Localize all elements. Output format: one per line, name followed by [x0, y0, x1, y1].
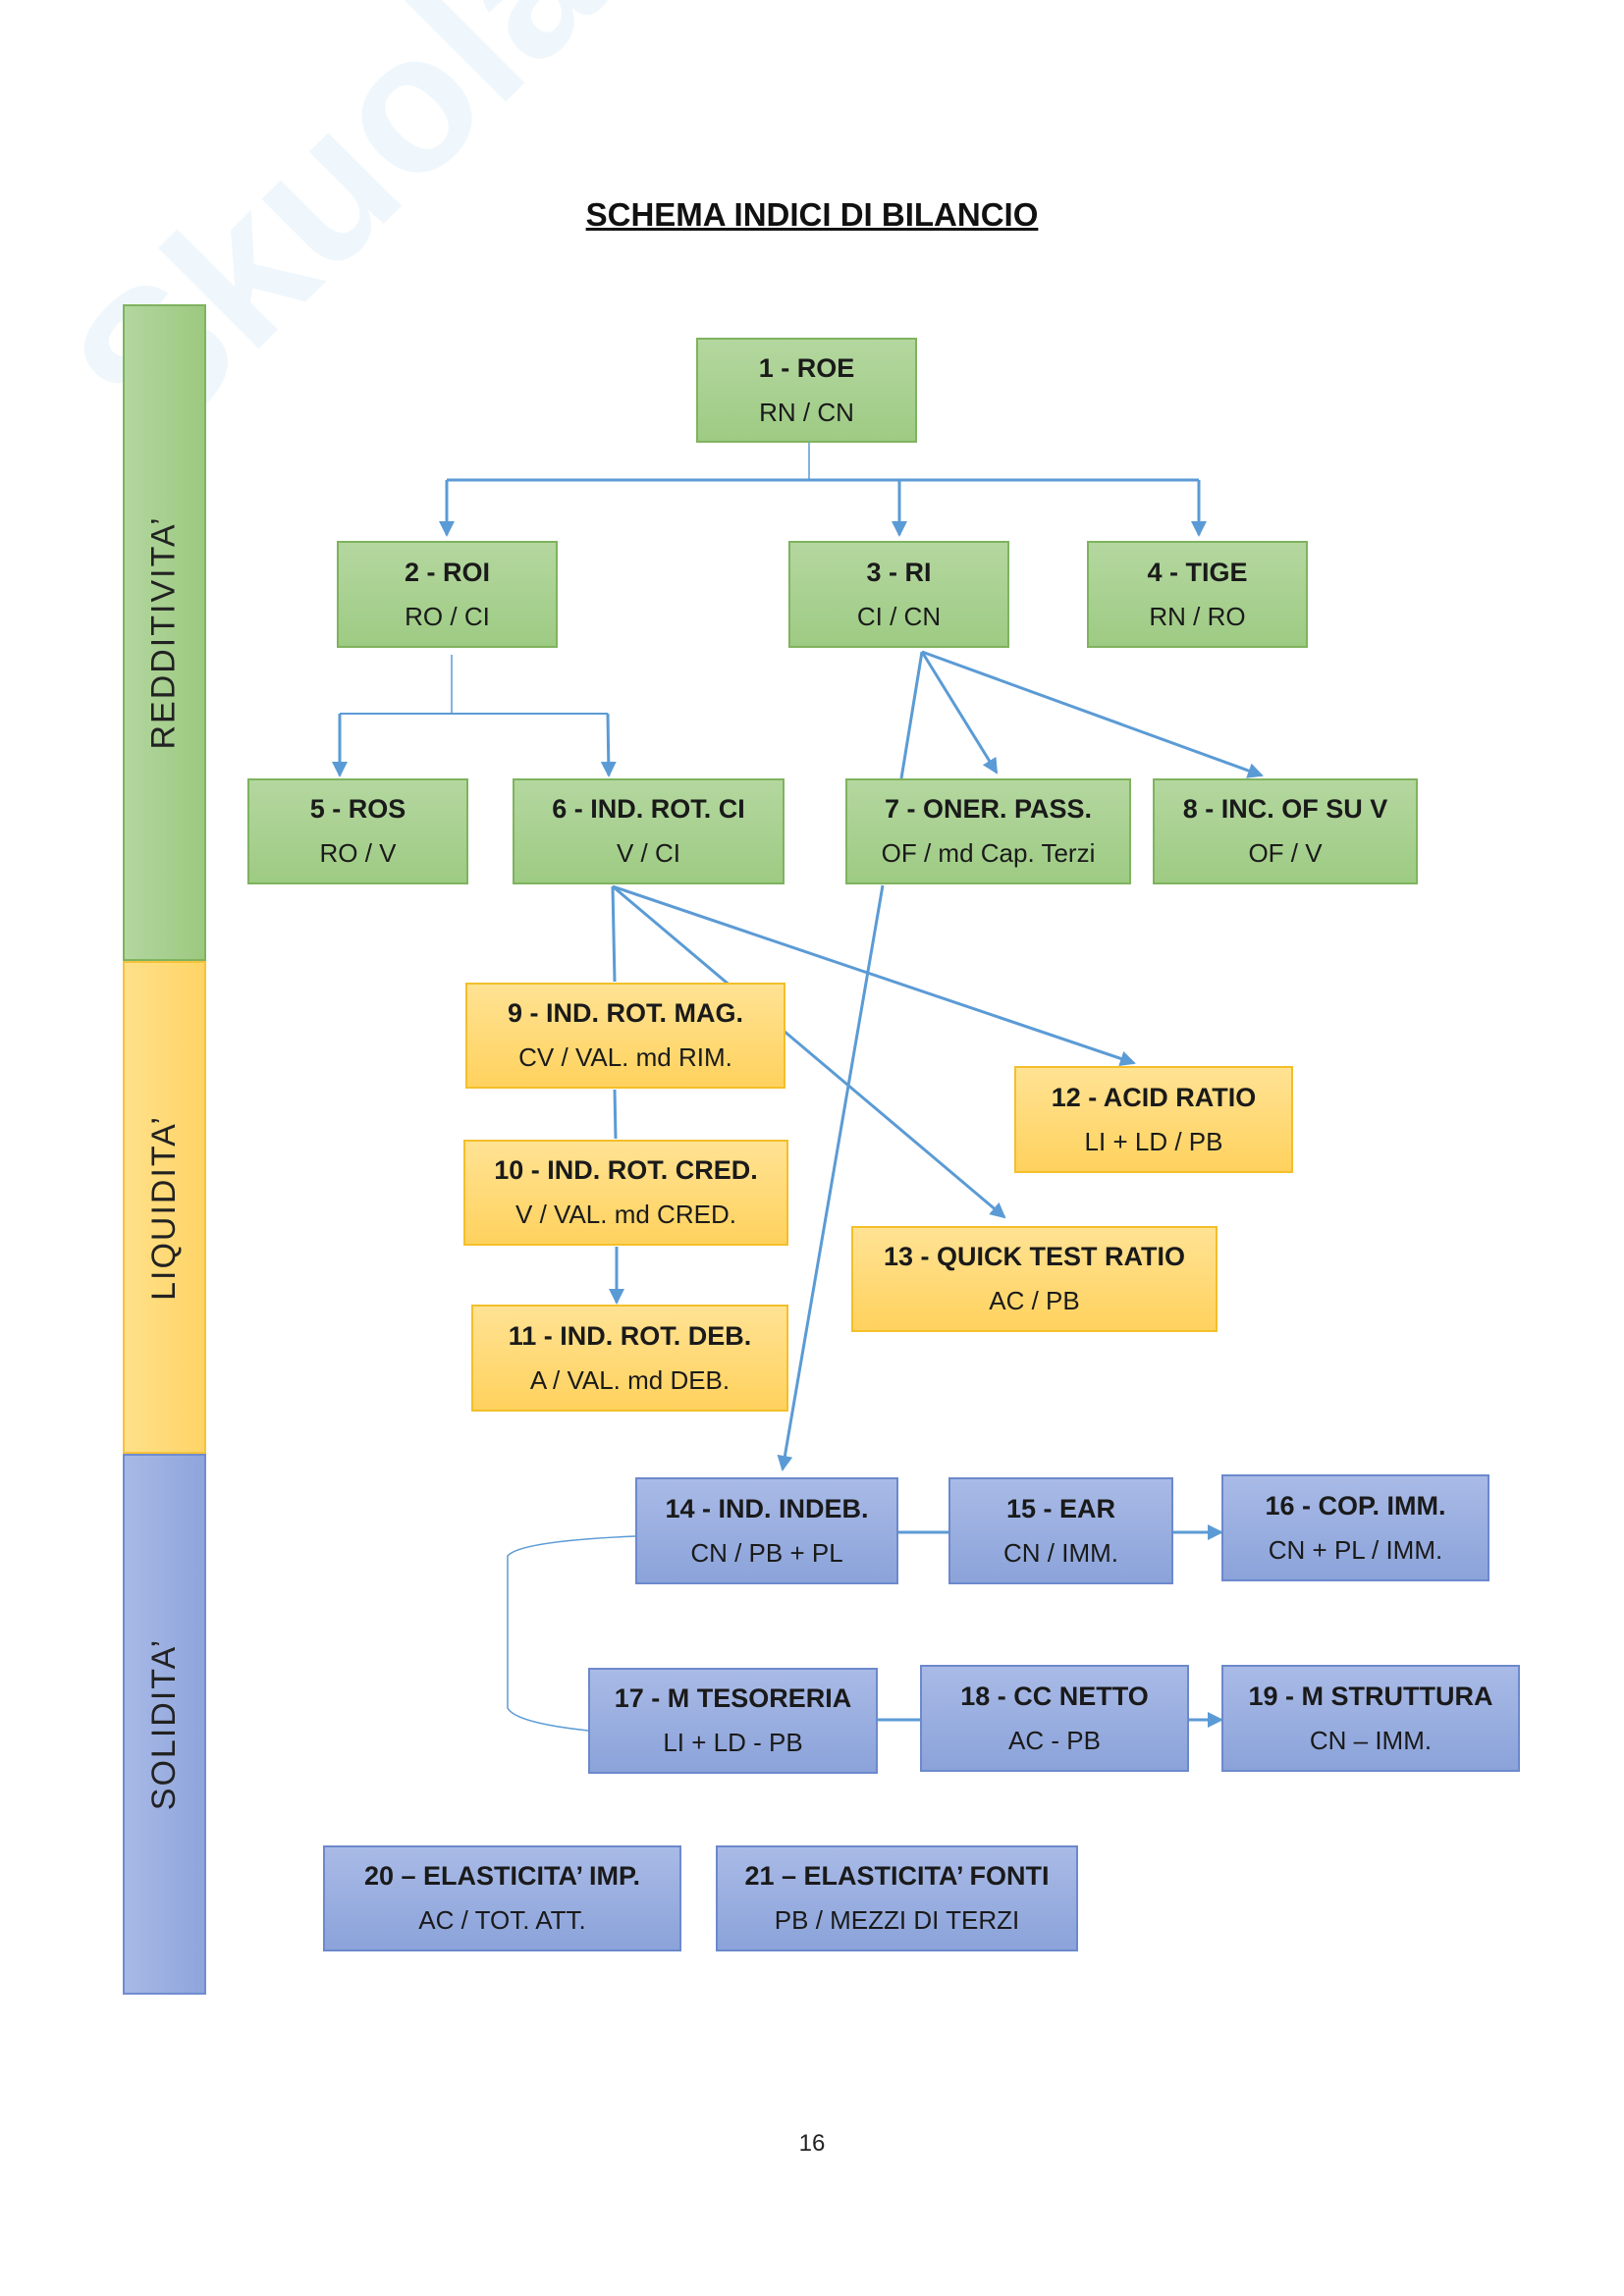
- box-formula: RN / CN: [759, 397, 854, 427]
- box-title: 16 - COP. IMM.: [1265, 1490, 1446, 1521]
- box-title: 8 - INC. OF SU V: [1182, 794, 1388, 824]
- box-formula: LI + LD - PB: [663, 1728, 803, 1757]
- box-formula: A / VAL. md DEB.: [529, 1364, 731, 1395]
- index-box-ind-rot-deb: 11 - IND. ROT. DEB. A / VAL. md DEB.: [471, 1305, 788, 1412]
- index-box-elasticita-imp: 20 – ELASTICITA’ IMP. AC / TOT. ATT.: [323, 1845, 681, 1951]
- box-formula: CI / CN: [856, 601, 942, 631]
- index-box-ind-rot-cred: 10 - IND. ROT. CRED. V / VAL. md CRED.: [463, 1140, 788, 1246]
- box-formula: RN / RO: [1149, 601, 1246, 631]
- box-formula: CN / IMM.: [1003, 1537, 1118, 1568]
- box-title: 3 - RI: [866, 557, 932, 587]
- index-box-cc-netto: 18 - CC NETTO AC - PB: [920, 1665, 1189, 1772]
- box-title: 12 - ACID RATIO: [1051, 1082, 1257, 1112]
- box-formula: OF / V: [1248, 838, 1323, 868]
- box-title: 10 - IND. ROT. CRED.: [494, 1155, 758, 1185]
- box-formula: RO / V: [319, 838, 397, 868]
- box-formula: RO / CI: [405, 601, 490, 631]
- box-formula: AC - PB: [1008, 1725, 1101, 1755]
- section-liquidita: LIQUIDITA’: [123, 961, 206, 1454]
- box-title: 21 – ELASTICITA’ FONTI: [744, 1861, 1050, 1891]
- box-title: 13 - QUICK TEST RATIO: [883, 1242, 1186, 1271]
- box-formula: AC / PB: [989, 1286, 1080, 1315]
- box-title: 2 - ROI: [404, 557, 490, 587]
- index-box-oner-pass: 7 - ONER. PASS. OF / md Cap. Terzi: [845, 778, 1131, 884]
- box-title: 4 - TIGE: [1147, 557, 1248, 587]
- box-formula: CN / PB + PL: [690, 1537, 843, 1568]
- box-title: 6 - IND. ROT. CI: [552, 794, 745, 824]
- index-box-elasticita-fonti: 21 – ELASTICITA’ FONTI PB / MEZZI DI TERZ…: [716, 1845, 1078, 1951]
- box-title: 19 - M STRUTTURA: [1248, 1681, 1493, 1711]
- index-box-quick-test-ratio: 13 - QUICK TEST RATIO AC / PB: [851, 1226, 1218, 1332]
- index-box-m-struttura: 19 - M STRUTTURA CN – IMM.: [1221, 1665, 1520, 1772]
- index-box-ind-indeb: 14 - IND. INDEB. CN / PB + PL: [635, 1477, 898, 1584]
- index-box-roi: 2 - ROI RO / CI: [337, 541, 558, 648]
- index-box-inc-of-su-v: 8 - INC. OF SU V OF / V: [1153, 778, 1418, 884]
- index-box-ind-rot-ci: 6 - IND. ROT. CI V / CI: [513, 778, 785, 884]
- index-box-ind-rot-mag: 9 - IND. ROT. MAG. CV / VAL. md RIM.: [465, 983, 785, 1089]
- index-box-ri: 3 - RI CI / CN: [788, 541, 1009, 648]
- index-box-cop-imm: 16 - COP. IMM. CN + PL / IMM.: [1221, 1474, 1489, 1581]
- box-title: 7 - ONER. PASS.: [884, 794, 1093, 824]
- index-box-tige: 4 - TIGE RN / RO: [1087, 541, 1308, 648]
- box-title: 5 - ROS: [309, 794, 406, 824]
- box-title: 20 – ELASTICITA’ IMP.: [363, 1861, 641, 1891]
- section-redditivita: REDDITIVITA’: [123, 304, 206, 961]
- index-box-ros: 5 - ROS RO / V: [247, 778, 468, 884]
- box-title: 18 - CC NETTO: [960, 1681, 1149, 1711]
- box-formula: CN – IMM.: [1309, 1725, 1433, 1755]
- section-solidita: SOLIDITA’: [123, 1454, 206, 1995]
- box-title: 17 - M TESORERIA: [614, 1683, 852, 1713]
- index-box-acid-ratio: 12 - ACID RATIO LI + LD / PB: [1014, 1066, 1293, 1173]
- box-title: 15 - EAR: [1005, 1493, 1116, 1523]
- box-formula: V / CI: [616, 838, 680, 868]
- page-number: 16: [798, 2130, 826, 2157]
- index-box-m-tesoreria: 17 - M TESORERIA LI + LD - PB: [588, 1668, 878, 1774]
- box-formula: PB / MEZZI DI TERZI: [774, 1905, 1020, 1935]
- box-formula: OF / md Cap. Terzi: [881, 838, 1096, 868]
- box-title: 1 - ROE: [758, 352, 855, 383]
- box-formula: CV / VAL. md RIM.: [518, 1042, 732, 1072]
- box-formula: V / VAL. md CRED.: [515, 1200, 736, 1229]
- box-formula: LI + LD / PB: [1084, 1126, 1223, 1156]
- box-title: 14 - IND. INDEB.: [665, 1493, 869, 1523]
- box-title: 11 - IND. ROT. DEB.: [508, 1320, 752, 1351]
- box-title: 9 - IND. ROT. MAG.: [507, 998, 743, 1028]
- index-box-roe: 1 - ROE RN / CN: [696, 338, 917, 443]
- box-formula: AC / TOT. ATT.: [418, 1905, 586, 1935]
- box-formula: CN + PL / IMM.: [1268, 1534, 1443, 1565]
- index-box-ear: 15 - EAR CN / IMM.: [948, 1477, 1173, 1584]
- page-title: SCHEMA INDICI DI BILANCIO: [585, 196, 1039, 233]
